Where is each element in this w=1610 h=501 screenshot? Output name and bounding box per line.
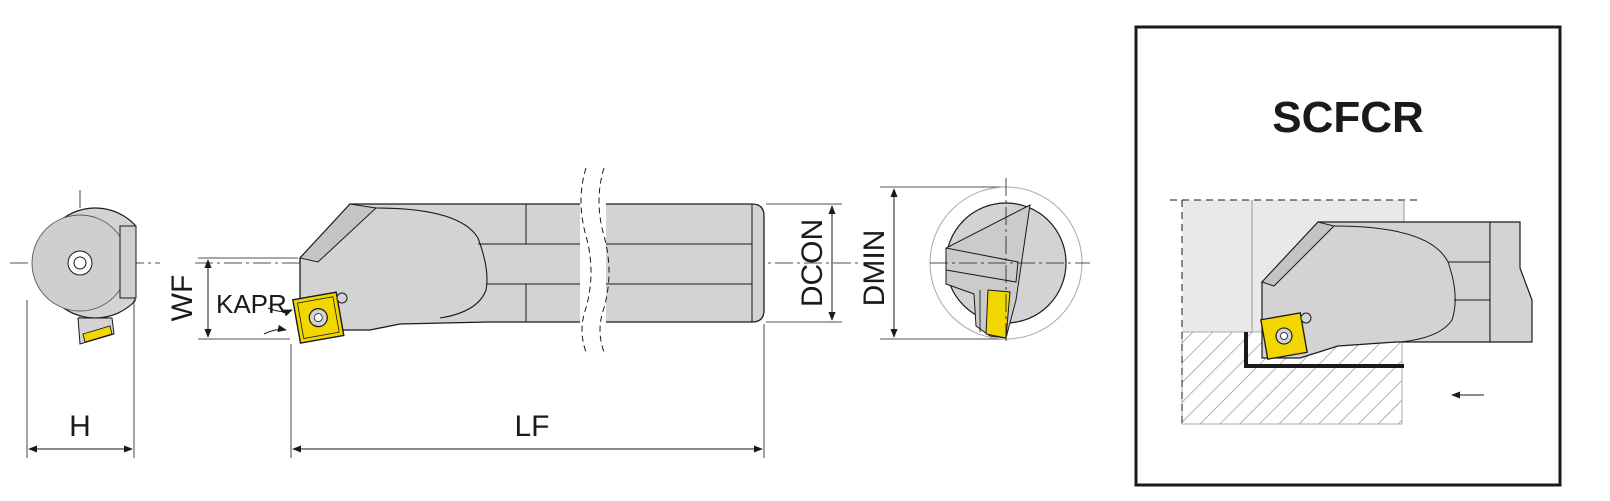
application-panel: SCFCR	[1134, 25, 1562, 487]
dmin-label: DMIN	[858, 230, 891, 307]
insert-screw-head	[313, 313, 323, 323]
dcon-label: DCON	[796, 219, 829, 307]
kapr-arrow-lower	[263, 324, 287, 335]
wf-label: WF	[166, 275, 199, 322]
kapr-label: KAPR	[216, 289, 287, 319]
coolant-hole-inner	[73, 256, 87, 270]
front-head-flat	[945, 247, 1019, 283]
side-view-tool: WF KAPR LF DCON	[166, 167, 860, 458]
panel-tool-head	[1333, 225, 1456, 343]
end-view-insert	[82, 325, 113, 343]
break-gap	[580, 168, 606, 352]
panel-tool-insert	[1260, 312, 1308, 360]
panel-tool-shank-end	[1490, 221, 1533, 343]
break-line-right	[598, 167, 610, 353]
workpiece-bore-region	[1182, 332, 1246, 424]
head-contour	[375, 207, 488, 319]
lf-label: LF	[514, 410, 549, 443]
insert-edge	[297, 296, 340, 339]
clamp-screw	[336, 292, 348, 304]
tool-insert	[292, 291, 345, 344]
panel-clamp-screw	[1300, 312, 1312, 324]
machined-contour	[1244, 332, 1404, 368]
upper-flat	[478, 204, 752, 245]
front-view: DMIN	[858, 178, 1090, 345]
shank-body	[299, 203, 765, 331]
panel-tool-flats	[1448, 261, 1490, 301]
panel-title: SCFCR	[1272, 93, 1424, 142]
end-view-left: H	[10, 190, 160, 458]
kapr-arrow-upper	[267, 307, 293, 317]
h-label: H	[69, 410, 91, 443]
coolant-hole	[67, 250, 93, 276]
front-insert	[985, 289, 1011, 339]
panel-insert-screw-head	[1280, 332, 1288, 340]
lower-flat	[486, 283, 752, 322]
end-view-flat	[119, 225, 137, 299]
break-line-left	[580, 167, 592, 353]
